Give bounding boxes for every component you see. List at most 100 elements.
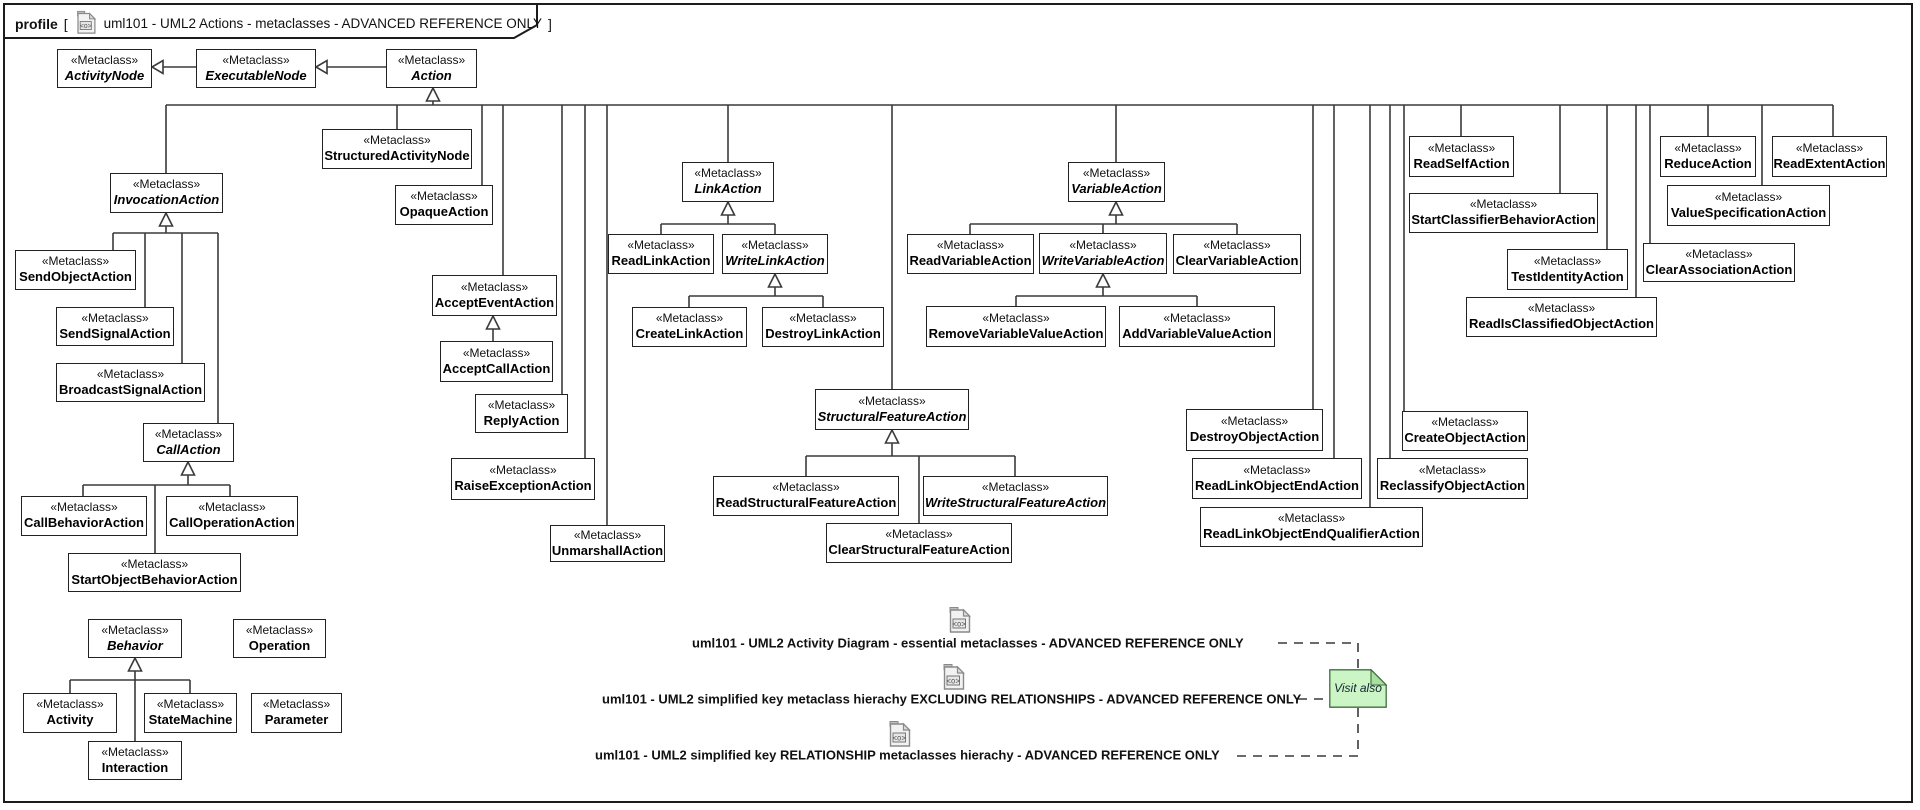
- stereotype-label: «Metaclass»: [741, 238, 809, 253]
- metaclass-name: CallBehaviorAction: [24, 515, 144, 531]
- metaclass-box-StartObjectBehaviorAction[interactable]: «Metaclass»StartObjectBehaviorAction: [68, 553, 241, 592]
- metaclass-box-AddVariableValueAction[interactable]: «Metaclass»AddVariableValueAction: [1119, 306, 1275, 347]
- metaclass-name: ReadExtentAction: [1773, 155, 1886, 171]
- stereotype-label: «Metaclass»: [397, 52, 466, 67]
- metaclass-name: CallOperationAction: [169, 515, 295, 531]
- metaclass-box-StructuredActivityNode[interactable]: «Metaclass»StructuredActivityNode: [322, 129, 472, 169]
- stereotype-label: «Metaclass»: [1685, 246, 1753, 261]
- metaclass-box-ClearVariableAction[interactable]: «Metaclass»ClearVariableAction: [1173, 234, 1301, 274]
- metaclass-box-ReadLinkAction[interactable]: «Metaclass»ReadLinkAction: [608, 234, 714, 274]
- frame-title-tab: profile [ <o> uml101 - UML2 Actions - me…: [3, 3, 552, 39]
- metaclass-box-WriteLinkAction[interactable]: «Metaclass»WriteLinkAction: [722, 234, 828, 274]
- metaclass-box-StartClassifierBehaviorAction[interactable]: «Metaclass»StartClassifierBehaviorAction: [1409, 193, 1598, 233]
- metaclass-name: DestroyObjectAction: [1189, 429, 1320, 445]
- metaclass-name: RemoveVariableValueAction: [928, 325, 1104, 341]
- stereotype-label: «Metaclass»: [36, 697, 104, 712]
- stereotype-label: «Metaclass»: [489, 463, 557, 478]
- metaclass-box-ClearAssociationAction[interactable]: «Metaclass»ClearAssociationAction: [1643, 243, 1795, 282]
- stereotype-label: «Metaclass»: [1427, 140, 1496, 155]
- stereotype-label: «Metaclass»: [1277, 511, 1346, 526]
- metaclass-box-InvocationAction[interactable]: «Metaclass»InvocationAction: [110, 173, 223, 213]
- metaclass-name: ReadLinkObjectEndQualifierAction: [1203, 526, 1420, 542]
- metaclass-name: ClearAssociationAction: [1645, 261, 1793, 277]
- metaclass-box-VariableAction[interactable]: «Metaclass»VariableAction: [1068, 162, 1165, 202]
- stereotype-label: «Metaclass»: [694, 166, 762, 181]
- metaclass-name: ReadLinkAction: [611, 253, 711, 269]
- stereotype-label: «Metaclass»: [1533, 253, 1602, 268]
- visit-also-note[interactable]: Visit also: [1329, 668, 1388, 708]
- metaclass-box-WriteVariableAction[interactable]: «Metaclass»WriteVariableAction: [1039, 233, 1167, 274]
- metaclass-box-ReadLinkObjectEndQualifierAction[interactable]: «Metaclass»ReadLinkObjectEndQualifierAct…: [1200, 507, 1423, 547]
- diagram-file-icon: <o>: [946, 606, 973, 638]
- metaclass-box-StateMachine[interactable]: «Metaclass»StateMachine: [144, 693, 237, 733]
- metaclass-box-CallAction[interactable]: «Metaclass»CallAction: [143, 423, 234, 462]
- stereotype-label: «Metaclass»: [462, 345, 531, 360]
- metaclass-name: Interaction: [101, 759, 169, 775]
- metaclass-box-SendSignalAction[interactable]: «Metaclass»SendSignalAction: [56, 307, 174, 346]
- diagram-reference-link-1[interactable]: uml101 - UML2 Activity Diagram - essenti…: [692, 635, 1244, 651]
- stereotype-label: «Metaclass»: [772, 480, 840, 495]
- metaclass-name: ReplyAction: [483, 412, 560, 428]
- metaclass-box-DestroyObjectAction[interactable]: «Metaclass»DestroyObjectAction: [1186, 409, 1323, 451]
- metaclass-box-ReadStructuralFeatureAction[interactable]: «Metaclass»ReadStructuralFeatureAction: [713, 476, 899, 516]
- metaclass-box-Activity[interactable]: «Metaclass»Activity: [23, 693, 117, 733]
- metaclass-box-LinkAction[interactable]: «Metaclass»LinkAction: [682, 162, 774, 202]
- metaclass-box-OpaqueAction[interactable]: «Metaclass»OpaqueAction: [395, 185, 493, 225]
- metaclass-box-Action[interactable]: «Metaclass»Action: [386, 49, 477, 88]
- metaclass-box-AcceptCallAction[interactable]: «Metaclass»AcceptCallAction: [440, 341, 553, 382]
- metaclass-name: ReadLinkObjectEndAction: [1195, 477, 1359, 493]
- stereotype-label: «Metaclass»: [1069, 237, 1137, 252]
- generalization-arrow-icon: [314, 59, 328, 75]
- metaclass-box-ReadLinkObjectEndAction[interactable]: «Metaclass»ReadLinkObjectEndAction: [1192, 458, 1362, 499]
- metaclass-box-TestIdentityAction[interactable]: «Metaclass»TestIdentityAction: [1507, 249, 1628, 290]
- metaclass-box-Parameter[interactable]: «Metaclass»Parameter: [251, 693, 342, 733]
- metaclass-box-AcceptEventAction[interactable]: «Metaclass»AcceptEventAction: [432, 275, 557, 316]
- metaclass-box-Interaction[interactable]: «Metaclass»Interaction: [88, 741, 182, 780]
- metaclass-name: ReadStructuralFeatureAction: [715, 495, 897, 511]
- metaclass-box-CreateLinkAction[interactable]: «Metaclass»CreateLinkAction: [632, 307, 747, 347]
- stereotype-label: «Metaclass»: [936, 238, 1005, 253]
- metaclass-name: StateMachine: [148, 712, 233, 728]
- frame-tab-shape: [3, 3, 538, 39]
- diagram-reference-link-2[interactable]: uml101 - UML2 simplified key metaclass h…: [602, 691, 1302, 707]
- metaclass-box-UnmarshallAction[interactable]: «Metaclass»UnmarshallAction: [550, 525, 665, 562]
- metaclass-box-RaiseExceptionAction[interactable]: «Metaclass»RaiseExceptionAction: [451, 458, 595, 500]
- stereotype-label: «Metaclass»: [885, 527, 953, 542]
- metaclass-box-ReadIsClassifiedObjectAction[interactable]: «Metaclass»ReadIsClassifiedObjectAction: [1466, 297, 1657, 337]
- metaclass-box-CallOperationAction[interactable]: «Metaclass»CallOperationAction: [166, 496, 298, 536]
- stereotype-label: «Metaclass»: [982, 310, 1050, 325]
- metaclass-box-Behavior[interactable]: «Metaclass»Behavior: [88, 619, 182, 658]
- metaclass-box-StructuralFeatureAction[interactable]: «Metaclass»StructuralFeatureAction: [815, 389, 969, 430]
- metaclass-box-Operation[interactable]: «Metaclass»Operation: [233, 619, 326, 658]
- metaclass-box-ReadSelfAction[interactable]: «Metaclass»ReadSelfAction: [1409, 136, 1514, 177]
- stereotype-label: «Metaclass»: [81, 310, 149, 325]
- metaclass-box-CallBehaviorAction[interactable]: «Metaclass»CallBehaviorAction: [21, 496, 147, 536]
- metaclass-name: OpaqueAction: [399, 204, 489, 220]
- metaclass-box-ReadExtentAction[interactable]: «Metaclass»ReadExtentAction: [1772, 136, 1887, 177]
- metaclass-box-RemoveVariableValueAction[interactable]: «Metaclass»RemoveVariableValueAction: [926, 306, 1106, 347]
- metaclass-box-SendObjectAction[interactable]: «Metaclass»SendObjectAction: [15, 250, 136, 290]
- metaclass-box-WriteStructuralFeatureAction[interactable]: «Metaclass»WriteStructuralFeatureAction: [923, 476, 1108, 516]
- metaclass-box-ReduceAction[interactable]: «Metaclass»ReduceAction: [1660, 136, 1756, 177]
- metaclass-box-CreateObjectAction[interactable]: «Metaclass»CreateObjectAction: [1402, 411, 1528, 451]
- stereotype-label: «Metaclass»: [655, 311, 724, 326]
- frame-bracket-close: ]: [548, 15, 552, 32]
- diagram-reference-link-3[interactable]: uml101 - UML2 simplified key RELATIONSHI…: [595, 747, 1220, 763]
- generalization-arrow-icon: [1108, 200, 1124, 216]
- metaclass-box-DestroyLinkAction[interactable]: «Metaclass»DestroyLinkAction: [762, 307, 884, 347]
- metaclass-box-ReadVariableAction[interactable]: «Metaclass»ReadVariableAction: [907, 234, 1034, 274]
- metaclass-box-ReclassifyObjectAction[interactable]: «Metaclass»ReclassifyObjectAction: [1377, 458, 1528, 499]
- metaclass-box-ReplyAction[interactable]: «Metaclass»ReplyAction: [475, 394, 568, 433]
- stereotype-label: «Metaclass»: [222, 52, 290, 67]
- metaclass-name: ValueSpecificationAction: [1670, 204, 1827, 220]
- metaclass-box-ActivityNode[interactable]: «Metaclass»ActivityNode: [57, 49, 152, 88]
- metaclass-name: ReadVariableAction: [909, 253, 1032, 269]
- metaclass-name: RaiseExceptionAction: [454, 478, 592, 494]
- metaclass-box-ExecutableNode[interactable]: «Metaclass»ExecutableNode: [196, 49, 316, 88]
- metaclass-box-ValueSpecificationAction[interactable]: «Metaclass»ValueSpecificationAction: [1667, 185, 1830, 226]
- generalization-arrow-icon: [150, 59, 164, 75]
- stereotype-label: «Metaclass»: [573, 527, 642, 542]
- metaclass-box-ClearStructuralFeatureAction[interactable]: «Metaclass»ClearStructuralFeatureAction: [826, 523, 1012, 563]
- metaclass-box-BroadcastSignalAction[interactable]: «Metaclass»BroadcastSignalAction: [56, 363, 205, 402]
- diagram-file-icon: <o>: [940, 663, 967, 695]
